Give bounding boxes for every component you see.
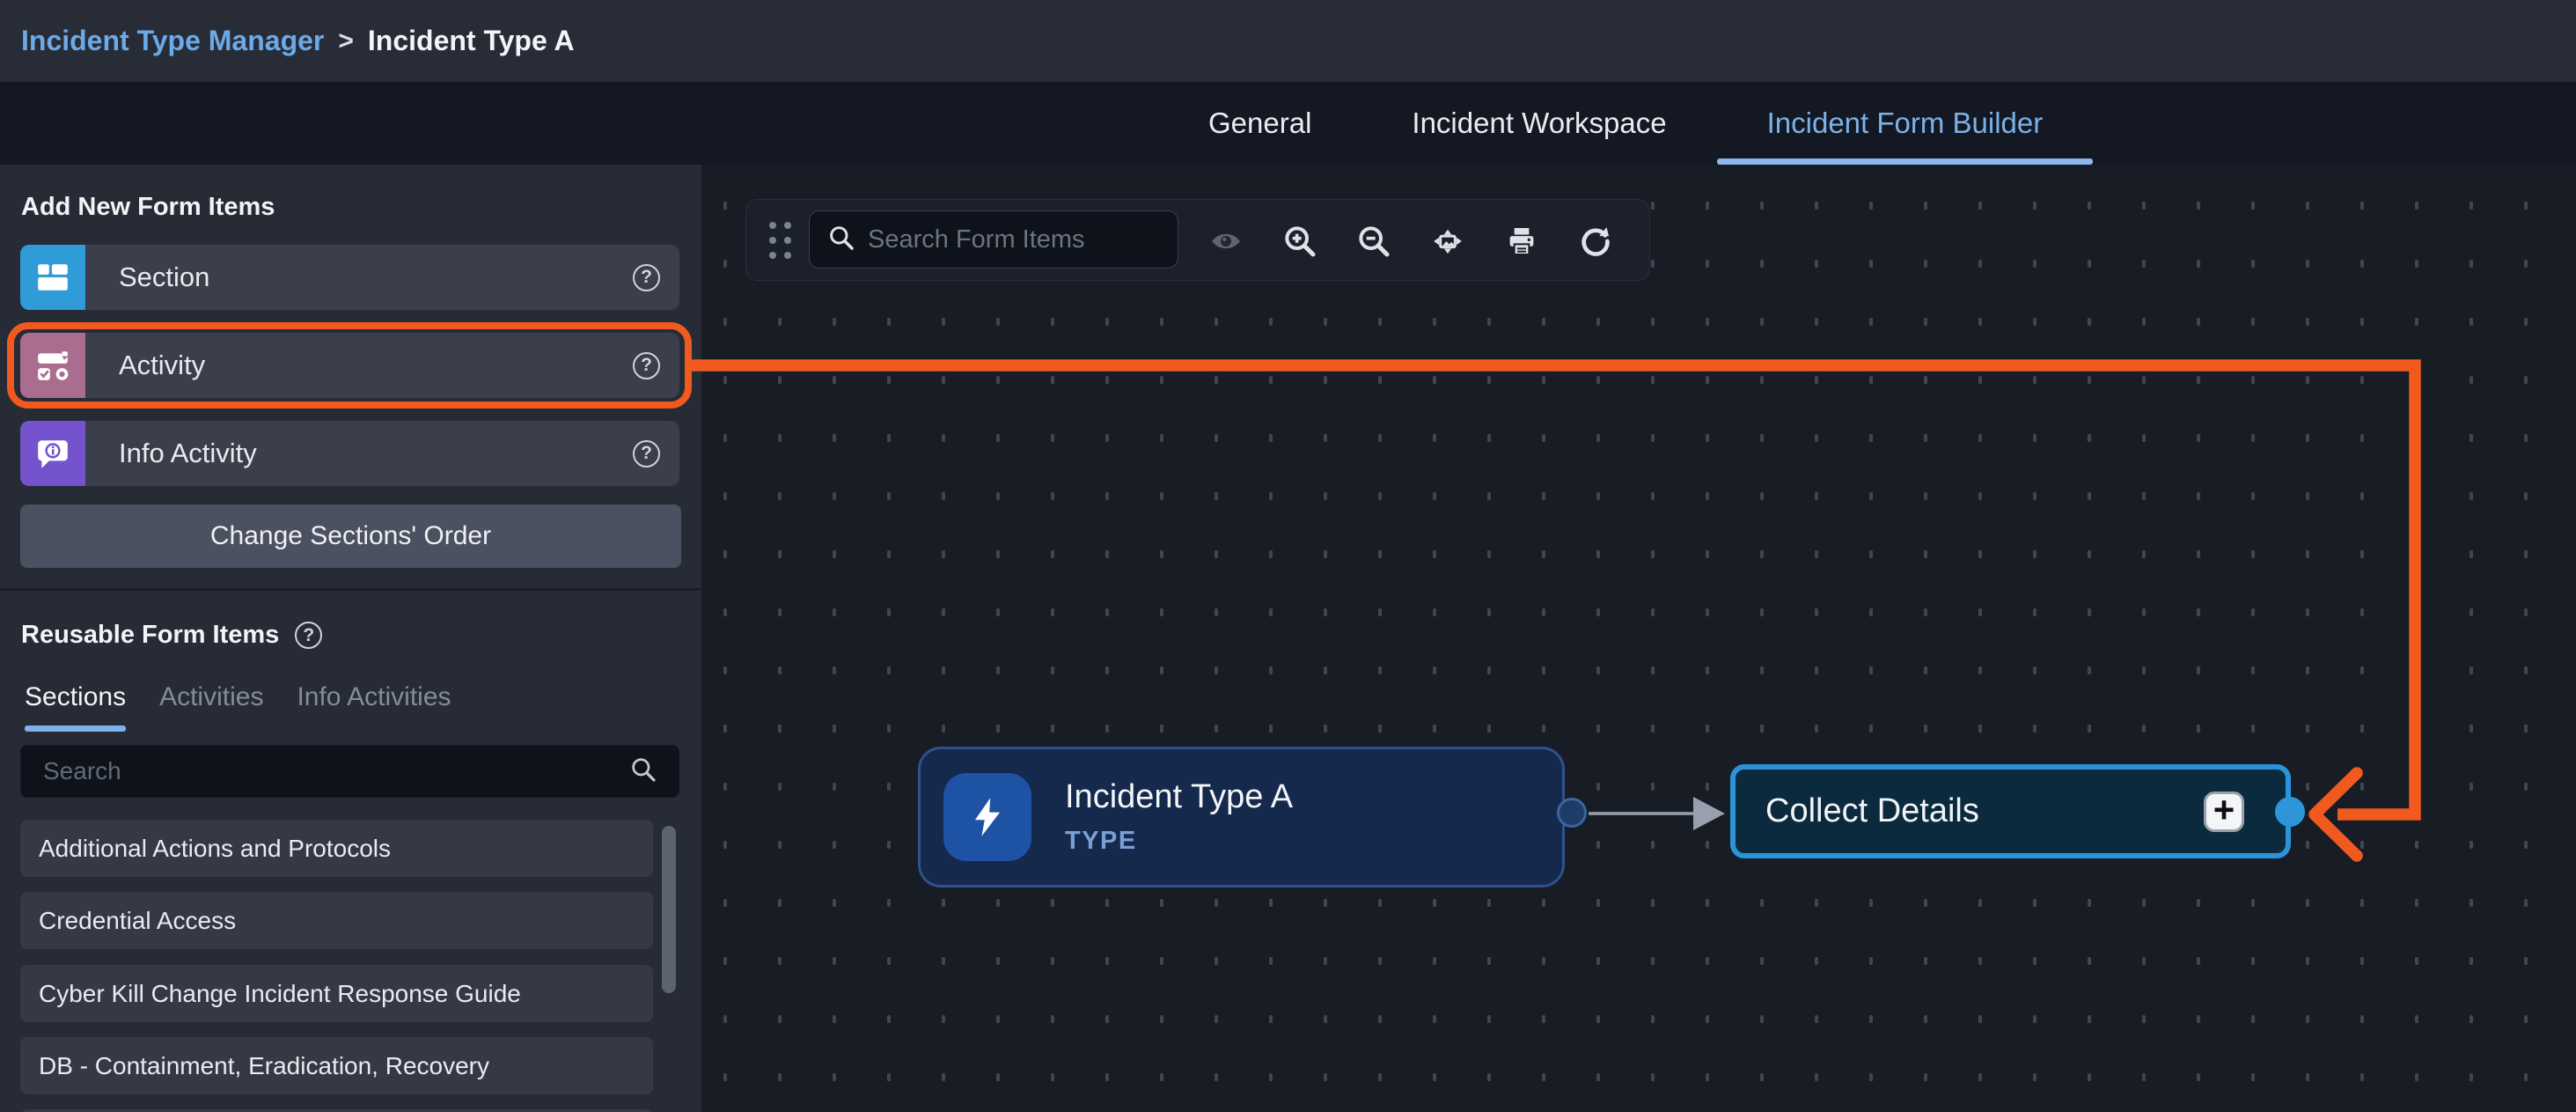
tab-incident-workspace[interactable]: Incident Workspace: [1361, 82, 1716, 165]
refresh-icon[interactable]: [1577, 223, 1614, 260]
info-activity-label: Info Activity: [119, 438, 257, 468]
search-icon: [629, 755, 657, 788]
page-tab-bar: General Incident Workspace Incident Form…: [0, 82, 2576, 165]
breadcrumb-current: Incident Type A: [367, 25, 575, 56]
add-info-activity-button[interactable]: Info Activity ?: [20, 421, 679, 486]
breadcrumb-separator: >: [338, 26, 354, 55]
reusable-form-items-title: Reusable Form Items: [21, 621, 280, 649]
sidebar-divider: [0, 588, 701, 591]
type-node-title: Incident Type A: [1065, 778, 1294, 815]
list-item-partial[interactable]: [20, 1109, 653, 1112]
add-activity-button[interactable]: Activity ?: [20, 333, 679, 398]
tab-general[interactable]: General: [1158, 82, 1361, 165]
active-tab-underline: [1716, 158, 2094, 165]
form-builder-canvas[interactable]: Incident Type A TYPE Collect Details +: [701, 165, 2576, 1112]
section-label: Section: [119, 261, 210, 292]
subtab-sections[interactable]: Sections: [25, 682, 127, 732]
canvas-search: [809, 210, 1200, 269]
search-icon: [827, 224, 855, 256]
list-item-credential-access[interactable]: Credential Access: [20, 892, 653, 949]
canvas-toolbar: [745, 199, 1650, 281]
change-sections-order-button[interactable]: Change Sections' Order: [20, 504, 681, 568]
tab-incident-workspace-label: Incident Workspace: [1412, 107, 1667, 139]
list-item-cyber-kill-change[interactable]: Cyber Kill Change Incident Response Guid…: [20, 965, 653, 1022]
tab-incident-form-builder-label: Incident Form Builder: [1766, 107, 2044, 139]
add-step-plus-button[interactable]: +: [2204, 791, 2244, 832]
node-collect-details[interactable]: Collect Details +: [1730, 764, 2291, 858]
breadcrumb: Incident Type Manager > Incident Type A: [0, 0, 2576, 82]
activity-icon: [20, 333, 85, 398]
type-node-output-port[interactable]: [1557, 798, 1587, 828]
list-item-additional-actions[interactable]: Additional Actions and Protocols: [20, 820, 653, 877]
reusable-items-search: [20, 745, 679, 798]
canvas-dot-grid: [701, 165, 2576, 1112]
fit-to-screen-icon[interactable]: [1429, 223, 1466, 260]
tab-incident-form-builder[interactable]: Incident Form Builder: [1716, 82, 2094, 165]
reusable-help-icon[interactable]: ?: [295, 622, 323, 649]
lightning-icon: [943, 773, 1031, 861]
add-new-form-items-title: Add New Form Items: [21, 193, 275, 221]
zoom-in-icon[interactable]: [1281, 223, 1318, 260]
activity-help-icon[interactable]: ?: [633, 351, 660, 379]
type-node-subtitle: TYPE: [1065, 827, 1137, 855]
list-scrollbar-thumb[interactable]: [662, 826, 676, 993]
section-help-icon[interactable]: ?: [633, 263, 660, 291]
breadcrumb-link-incident-type-manager[interactable]: Incident Type Manager: [21, 25, 325, 56]
activity-node-output-port[interactable]: [2275, 797, 2305, 827]
zoom-out-icon[interactable]: [1355, 223, 1392, 260]
reusable-tabs: Sections Activities Info Activities: [25, 682, 451, 732]
node-incident-type-a[interactable]: Incident Type A TYPE: [918, 747, 1565, 887]
activity-node-title: Collect Details: [1765, 792, 1979, 829]
activity-label: Activity: [119, 350, 206, 380]
tab-general-label: General: [1208, 107, 1312, 139]
canvas-search-input[interactable]: [855, 225, 1200, 254]
print-icon[interactable]: [1503, 223, 1540, 260]
reusable-search-input[interactable]: [21, 757, 629, 785]
list-item-db-containment[interactable]: DB - Containment, Eradication, Recovery: [20, 1037, 653, 1094]
preview-eye-icon[interactable]: [1207, 223, 1244, 260]
form-items-sidebar: Add New Form Items Section ? Activity ?: [0, 165, 701, 1112]
info-activity-help-icon[interactable]: ?: [633, 439, 660, 468]
info-activity-icon: [20, 421, 85, 486]
subtab-info-activities[interactable]: Info Activities: [297, 682, 451, 711]
add-section-button[interactable]: Section ?: [20, 245, 679, 310]
subtab-activities[interactable]: Activities: [159, 682, 264, 711]
drag-handle-icon[interactable]: [769, 222, 791, 259]
section-icon: [20, 245, 85, 310]
